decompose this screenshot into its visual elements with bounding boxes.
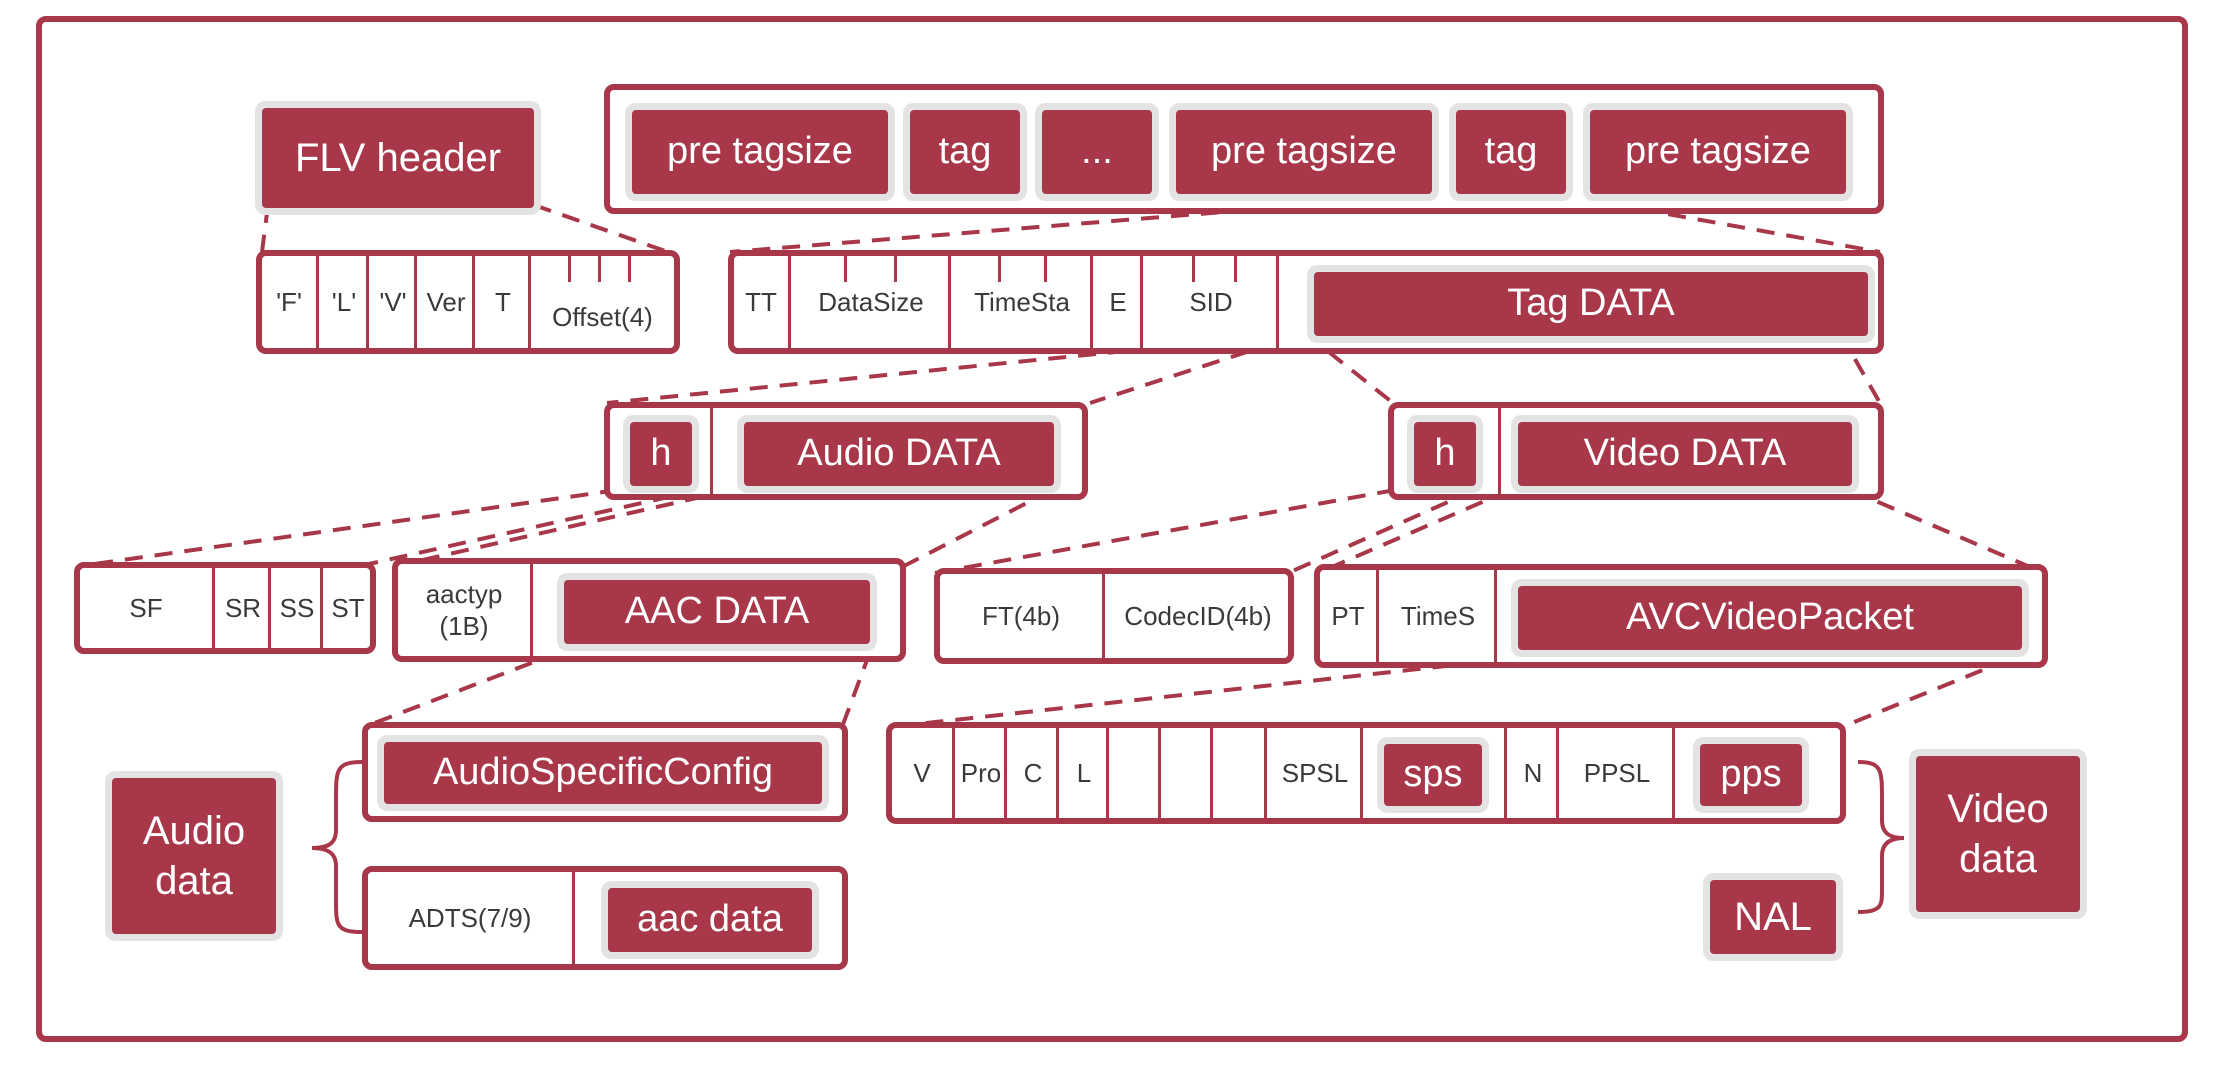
flv-header-label: FLV header bbox=[262, 108, 534, 208]
flv-stream-row: pre tagsize tag ... pre tagsize tag pre … bbox=[604, 84, 1884, 214]
field-sid: SID bbox=[1140, 256, 1279, 348]
flv-header-fields: 'F' 'L' 'V' Ver T Offset(4) bbox=[256, 250, 680, 354]
field-adts: ADTS(7/9) bbox=[408, 902, 532, 933]
field-tt: TT bbox=[745, 286, 777, 317]
pre-tagsize-2: pre tagsize bbox=[1176, 110, 1432, 194]
avc-packet-row: PT TimeS AVCVideoPacket bbox=[1314, 564, 2048, 668]
sps-label: sps bbox=[1384, 744, 1482, 806]
field-sf: SF bbox=[129, 592, 163, 623]
field-level: L bbox=[1056, 728, 1109, 818]
field-f: 'F' bbox=[276, 286, 302, 317]
field-times: TimeS bbox=[1376, 570, 1497, 662]
tag-2: tag bbox=[1456, 110, 1566, 194]
field-t: T bbox=[472, 256, 531, 348]
field-datasize: DataSize bbox=[788, 256, 951, 348]
audio-specific-config-box: AudioSpecificConfig bbox=[362, 722, 848, 822]
pps-divider bbox=[1672, 728, 1675, 818]
field-compat: C bbox=[1004, 728, 1059, 818]
aac-packet: aactyp (1B) AAC DATA bbox=[392, 558, 906, 662]
field-frametype: FT(4b) bbox=[982, 600, 1060, 631]
audio-h-divider bbox=[710, 408, 713, 494]
field-ver: Ver bbox=[414, 256, 475, 348]
field-profile: Pro bbox=[952, 728, 1007, 818]
avc-config-row: V Pro C L SPSL sps N PPSL pps bbox=[886, 722, 1846, 824]
field-timestamp: TimeSta bbox=[948, 256, 1093, 348]
tag-data-divider bbox=[1276, 256, 1299, 348]
pre-tagsize-3: pre tagsize bbox=[1590, 110, 1846, 194]
video-data-label: Video DATA bbox=[1518, 422, 1852, 486]
aac-divider bbox=[530, 564, 533, 656]
video-h-label: h bbox=[1414, 422, 1476, 486]
field-st: ST bbox=[320, 568, 373, 648]
field-codecid: CodecID(4b) bbox=[1102, 574, 1291, 658]
field-pt: PT bbox=[1331, 600, 1365, 631]
field-n: N bbox=[1504, 728, 1559, 818]
pre-tagsize-1: pre tagsize bbox=[632, 110, 888, 194]
field-version: V bbox=[913, 757, 931, 788]
field-blank-1 bbox=[1106, 728, 1161, 818]
tag-data-label: Tag DATA bbox=[1314, 272, 1868, 336]
video-tag: h Video DATA bbox=[1388, 402, 1884, 500]
video-data-group-label: Video data bbox=[1916, 756, 2080, 912]
audio-header-fields: SF SR SS ST bbox=[74, 562, 376, 654]
field-aactype: aactyp (1B) bbox=[425, 578, 503, 642]
field-ss: SS bbox=[268, 568, 323, 648]
audio-data-group-label: Audio data bbox=[112, 778, 276, 934]
nal-label: NAL bbox=[1710, 880, 1836, 954]
tag-1: tag bbox=[910, 110, 1020, 194]
field-sr: SR bbox=[212, 568, 271, 648]
adts-box: ADTS(7/9) aac data bbox=[362, 866, 848, 970]
field-blank-2 bbox=[1158, 728, 1213, 818]
audio-data-label: Audio DATA bbox=[744, 422, 1054, 486]
adts-divider bbox=[572, 872, 575, 964]
avc-video-packet-label: AVCVideoPacket bbox=[1518, 586, 2022, 650]
field-blank-3 bbox=[1210, 728, 1267, 818]
avc-divider bbox=[1494, 570, 1497, 662]
field-v: 'V' bbox=[366, 256, 417, 348]
audio-specific-config-label: AudioSpecificConfig bbox=[384, 742, 822, 804]
field-l: 'L' bbox=[316, 256, 369, 348]
aac-data-raw-label: aac data bbox=[608, 888, 812, 952]
tag-structure: TT DataSize TimeSta E SID Tag DATA bbox=[728, 250, 1884, 354]
video-header-fields: FT(4b) CodecID(4b) bbox=[934, 568, 1294, 664]
field-ppsl: PPSL bbox=[1556, 728, 1675, 818]
field-offset: Offset(4) bbox=[528, 256, 674, 348]
sps-divider bbox=[1360, 728, 1363, 818]
diagram-frame bbox=[36, 16, 2188, 1042]
video-h-divider bbox=[1498, 408, 1501, 494]
aac-data-label: AAC DATA bbox=[564, 580, 870, 644]
field-spsl: SPSL bbox=[1264, 728, 1363, 818]
field-e: E bbox=[1090, 256, 1143, 348]
audio-tag: h Audio DATA bbox=[604, 402, 1088, 500]
pps-label: pps bbox=[1700, 744, 1802, 806]
audio-h-label: h bbox=[630, 422, 692, 486]
ellipsis: ... bbox=[1042, 110, 1152, 194]
